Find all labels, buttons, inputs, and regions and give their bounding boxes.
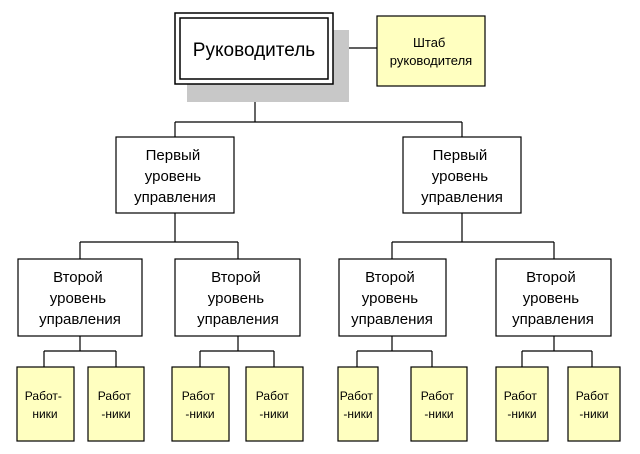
worker-line-2: -ники <box>101 407 130 421</box>
first-level-node-right: Первый уровень управления <box>402 136 522 214</box>
worker-line-2: -ники <box>185 407 214 421</box>
second-level-line-1: Второй <box>53 269 103 286</box>
second-level-line-3: управления <box>197 311 279 328</box>
worker-line-1: Работ <box>340 389 374 403</box>
second-level-node-2: Второй уровень управления <box>174 258 301 337</box>
second-level-line-2: уровень <box>523 290 579 307</box>
first-level-line-2: уровень <box>145 168 201 185</box>
worker-line-1: Работ <box>421 389 455 403</box>
staff-line-2: руководителя <box>390 53 472 68</box>
first-level-node-left: Первый уровень управления <box>115 136 235 214</box>
worker-label: Работ -ники <box>182 389 218 421</box>
second-level-line-3: управления <box>351 311 433 328</box>
head-box-outer <box>174 12 334 85</box>
worker-line-1: Работ <box>576 389 610 403</box>
first-level-line-3: управления <box>421 189 503 206</box>
head-box-inner <box>179 17 329 80</box>
worker-line-2: -ники <box>424 407 453 421</box>
worker-box <box>87 366 145 442</box>
worker-box <box>245 366 304 442</box>
first-level-line-1: Первый <box>433 147 488 164</box>
first-level-line-1: Первый <box>146 147 201 164</box>
worker-line-2: -ники <box>259 407 288 421</box>
worker-line-1: Работ <box>98 389 132 403</box>
staff-label: Штаб руководителя <box>390 35 472 68</box>
second-level-box <box>174 258 301 337</box>
second-level-line-3: управления <box>512 311 594 328</box>
second-level-node-1: Второй уровень управления <box>17 258 143 337</box>
worker-label: Работ- ники <box>25 389 65 421</box>
second-level-label: Второй уровень управления <box>197 269 279 328</box>
worker-box <box>171 366 230 442</box>
second-level-label: Второй уровень управления <box>39 269 121 328</box>
first-level-label: Первый уровень управления <box>421 147 503 206</box>
connector-second1-to-workers <box>43 336 117 367</box>
worker-node-1: Работ- ники <box>16 366 75 442</box>
worker-node-3: Работ -ники <box>171 366 230 442</box>
connector-second3-to-workers <box>356 336 433 367</box>
connector-second2-to-workers <box>199 336 275 367</box>
staff-node: Штаб руководителя <box>376 15 486 87</box>
second-level-line-2: уровень <box>208 290 264 307</box>
worker-line-2: -ники <box>507 407 536 421</box>
first-level-label: Первый уровень управления <box>134 147 216 206</box>
worker-line-1: Работ <box>504 389 538 403</box>
second-level-box <box>338 258 447 337</box>
first-level-box <box>402 136 522 214</box>
worker-label: Работ -ники <box>340 389 376 421</box>
connectors <box>43 47 593 367</box>
connector-first-right-to-second <box>391 213 555 259</box>
first-level-line-2: уровень <box>432 168 488 185</box>
worker-node-5: Работ -ники <box>337 366 379 442</box>
worker-node-7: Работ -ники <box>495 366 549 442</box>
second-level-line-2: уровень <box>362 290 418 307</box>
workers-row: Работ- ники Работ -ники Работ -ники Рабо… <box>16 366 621 442</box>
worker-line-1: Работ <box>182 389 216 403</box>
first-level-box <box>115 136 235 214</box>
staff-line-1: Штаб <box>413 35 445 50</box>
second-level-line-1: Второй <box>365 269 415 286</box>
worker-box <box>567 366 621 442</box>
worker-node-6: Работ -ники <box>410 366 468 442</box>
second-level-node-3: Второй уровень управления <box>338 258 447 337</box>
second-level-node-4: Второй уровень управления <box>495 258 612 337</box>
worker-label: Работ -ники <box>504 389 540 421</box>
second-level-line-1: Второй <box>526 269 576 286</box>
worker-box <box>16 366 75 442</box>
worker-node-2: Работ -ники <box>87 366 145 442</box>
worker-box <box>337 366 379 442</box>
worker-box <box>410 366 468 442</box>
worker-line-2: -ники <box>343 407 372 421</box>
worker-line-1: Работ <box>256 389 290 403</box>
connector-second4-to-workers <box>521 336 593 367</box>
worker-line-2: -ники <box>579 407 608 421</box>
worker-box <box>495 366 549 442</box>
second-level-box <box>17 258 143 337</box>
worker-node-4: Работ -ники <box>245 366 304 442</box>
head-node: Руководитель <box>174 12 349 102</box>
worker-label: Работ -ники <box>98 389 134 421</box>
connector-head-to-first <box>174 83 463 137</box>
second-level-label: Второй уровень управления <box>512 269 594 328</box>
head-label: Руководитель <box>193 40 316 61</box>
worker-node-8: Работ -ники <box>567 366 621 442</box>
second-level-line-3: управления <box>39 311 121 328</box>
second-level-line-2: уровень <box>50 290 106 307</box>
worker-label: Работ -ники <box>576 389 612 421</box>
worker-line-1: Работ- <box>25 389 62 403</box>
connector-first-left-to-second <box>79 213 239 259</box>
worker-label: Работ -ники <box>256 389 292 421</box>
worker-line-2: ники <box>32 407 57 421</box>
second-level-box <box>495 258 612 337</box>
worker-label: Работ -ники <box>421 389 457 421</box>
first-level-line-3: управления <box>134 189 216 206</box>
staff-box <box>376 15 486 87</box>
second-level-label: Второй уровень управления <box>351 269 433 328</box>
second-level-line-1: Второй <box>211 269 261 286</box>
